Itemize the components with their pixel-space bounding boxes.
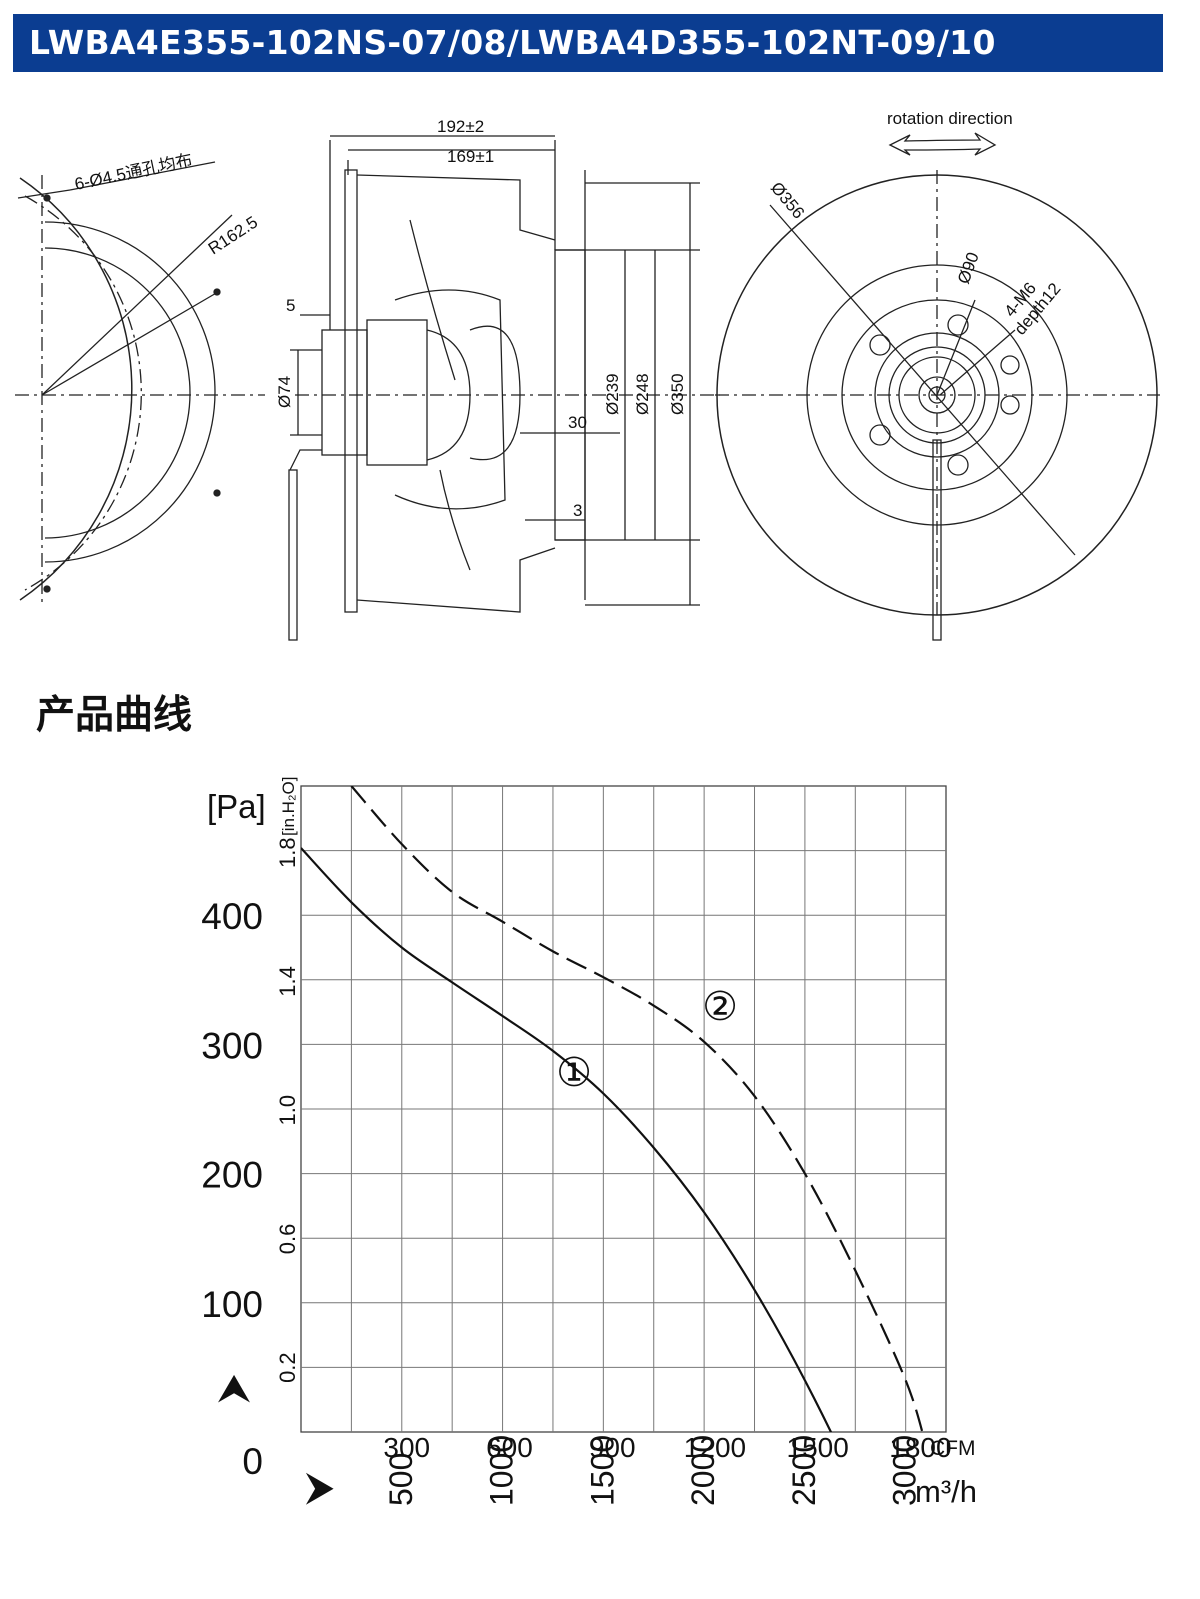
- dim-90: Ø90: [954, 250, 983, 287]
- section-title: 产品曲线: [36, 693, 193, 738]
- dim-3: 3: [573, 501, 582, 520]
- dim-239: Ø239: [603, 373, 622, 415]
- chart-labels: ① ② 0 100 200 300 400 [Pa] 0.2 0.6 1.0 1.4 1.8[in.H₂…: [201, 777, 977, 1510]
- x-tick-m3h: 1500: [584, 1435, 620, 1506]
- x-tick-cfm: 300: [383, 1432, 430, 1463]
- title-banner: LWBA4E355-102NS-07/08/LWBA4D355-102NT-09…: [13, 14, 1163, 72]
- x-unit-m3h: m³/h: [915, 1474, 977, 1509]
- y-tick-inh2o: 1.4: [275, 966, 300, 997]
- y-tick-pa: 0: [242, 1441, 263, 1482]
- dim-5: 5: [286, 296, 295, 315]
- x-tick-m3h: 3000: [887, 1435, 923, 1506]
- x-unit-cfm: CFM: [930, 1437, 976, 1460]
- y-unit-inh2o: [in.H₂O]: [279, 777, 298, 837]
- y-axis-arrow-icon: ⮝: [217, 1367, 251, 1411]
- y-tick-inh2o: 0.6: [275, 1224, 300, 1255]
- y-tick-inh2o: 0.2: [275, 1352, 300, 1383]
- rotation-arrow-icon: [888, 132, 997, 156]
- front-view-partial: [15, 161, 265, 605]
- dim-30: 30: [568, 413, 587, 432]
- x-tick-m3h: 1000: [484, 1435, 520, 1506]
- series-label-1: ①: [556, 1051, 592, 1095]
- chart-grid: [300, 785, 947, 1433]
- y-tick-pa: 300: [201, 1025, 263, 1066]
- x-axis-arrow-icon: ⮞: [306, 1465, 335, 1509]
- dim-74: Ø74: [275, 376, 294, 408]
- x-tick-cfm: 1200: [684, 1432, 746, 1463]
- x-tick-cfm: 900: [589, 1432, 636, 1463]
- y-tick-inh2o: 1.8: [275, 837, 300, 868]
- x-tick-cfm: 1500: [787, 1432, 849, 1463]
- chart-curves: [301, 786, 924, 1432]
- y-tick-pa: 200: [201, 1155, 263, 1196]
- dimension-drawing: 6-Ø4.5通孔均布 R162.5 192±2 169±1 5 Ø74 30 3…: [15, 109, 1160, 641]
- x-tick-m3h: 2500: [786, 1435, 822, 1506]
- holes-label: 6-Ø4.5通孔均布: [73, 150, 194, 194]
- performance-chart: ① ② 0 100 200 300 400 [Pa] 0.2 0.6 1.0 1.4 1.8[in.H₂…: [201, 777, 977, 1510]
- series-line-2: [350, 786, 924, 1432]
- series-line-1: [301, 847, 833, 1432]
- x-tick-cfm: 1800: [889, 1432, 951, 1463]
- y-tick-inh2o: 1.0: [275, 1095, 300, 1126]
- y-tick-pa: 400: [201, 896, 263, 937]
- y-tick-pa: 100: [201, 1284, 263, 1325]
- dim-356: Ø356: [767, 178, 808, 222]
- dim-192: 192±2: [437, 117, 484, 136]
- dim-248: Ø248: [633, 373, 652, 415]
- rotation-label: rotation direction: [887, 109, 1013, 128]
- x-tick-m3h: 2000: [685, 1435, 721, 1506]
- x-tick-m3h: 500: [383, 1453, 419, 1506]
- side-view: [288, 135, 720, 641]
- y-unit-pa: [Pa]: [207, 788, 266, 825]
- series-label-2: ②: [702, 985, 738, 1029]
- front-view: [715, 170, 1160, 641]
- dim-350: Ø350: [668, 373, 687, 415]
- x-tick-cfm: 600: [486, 1432, 533, 1463]
- model-title: LWBA4E355-102NS-07/08/LWBA4D355-102NT-09…: [29, 23, 996, 62]
- radius-label: R162.5: [205, 213, 261, 259]
- dim-169: 169±1: [447, 147, 494, 166]
